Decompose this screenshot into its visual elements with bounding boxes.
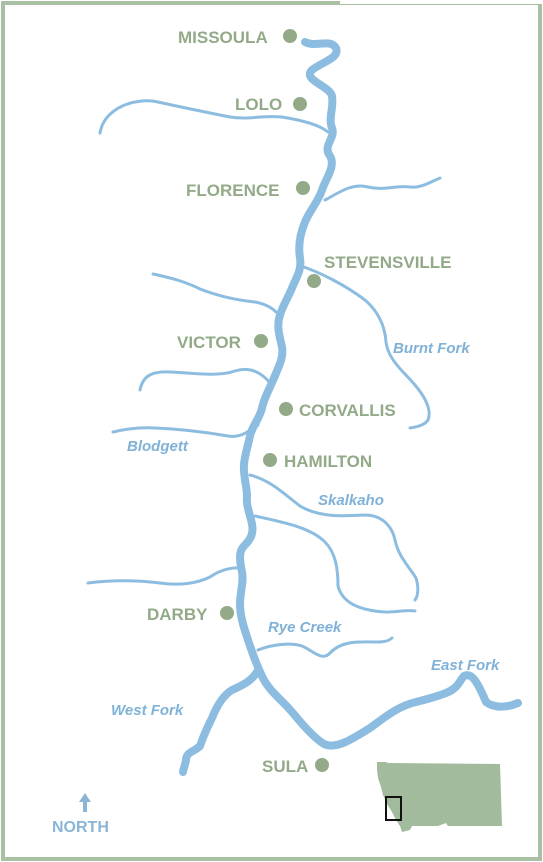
town-label: FLORENCE	[186, 181, 280, 200]
tin-cup-creek	[86, 566, 244, 586]
tributary-label-blodgett: Blodgett	[127, 438, 189, 455]
tributary-label-rye-creek: Rye Creek	[268, 619, 342, 636]
town-label: MISSOULA	[178, 28, 268, 47]
lolo-creek	[98, 99, 330, 135]
town-label: SULA	[262, 757, 308, 776]
north-arrow: NORTH	[52, 793, 109, 836]
tributary-label-east-fork: East Fork	[431, 657, 500, 674]
town-label: HAMILTON	[284, 452, 372, 471]
montana-locator-inset	[377, 762, 502, 832]
sleeping-child-creek	[253, 514, 417, 614]
tributary-label-west-fork: West Fork	[111, 702, 184, 719]
town-victor: VICTOR	[177, 333, 268, 352]
main-river	[179, 38, 522, 776]
town-label: LOLO	[235, 95, 282, 114]
town-marker	[279, 402, 293, 416]
skalkaho-creek	[248, 473, 420, 602]
west-fork-river	[179, 666, 262, 776]
north-label: NORTH	[52, 819, 109, 836]
west-creek-upper	[151, 272, 278, 314]
west-creek-middle	[138, 367, 272, 392]
florence-creek	[323, 176, 442, 202]
montana-state-shape	[377, 762, 502, 832]
east-fork-river	[444, 671, 522, 711]
town-marker	[293, 97, 307, 111]
town-marker	[296, 181, 310, 195]
locator-box	[385, 796, 402, 821]
town-darby: DARBY	[147, 605, 234, 624]
town-label: CORVALLIS	[299, 401, 396, 420]
tributaries	[86, 99, 442, 658]
tributary-label-skalkaho: Skalkaho	[318, 492, 384, 509]
town-marker	[315, 758, 329, 772]
town-marker	[254, 334, 268, 348]
burnt-fork-creek	[296, 263, 431, 430]
blodgett-creek	[111, 423, 260, 438]
tributary-labels: Burnt Fork Blodgett Skalkaho Rye Creek E…	[111, 340, 500, 719]
rye-creek	[256, 636, 394, 658]
north-arrow-icon	[79, 793, 91, 812]
town-corvallis: CORVALLIS	[279, 401, 396, 420]
tributary-label-burnt-fork: Burnt Fork	[393, 340, 470, 357]
town-marker	[307, 274, 321, 288]
town-missoula: MISSOULA	[178, 28, 297, 47]
bitterroot-river	[236, 38, 456, 750]
town-label: VICTOR	[177, 333, 241, 352]
town-florence: FLORENCE	[186, 181, 310, 200]
town-marker	[263, 453, 277, 467]
town-label: STEVENSVILLE	[324, 253, 452, 272]
towns: MISSOULA LOLO FLORENCE STEVENSVILLE VICT…	[147, 28, 452, 776]
town-hamilton: HAMILTON	[263, 452, 372, 471]
town-marker	[283, 29, 297, 43]
town-lolo: LOLO	[235, 95, 307, 114]
town-stevensville: STEVENSVILLE	[307, 253, 452, 288]
town-label: DARBY	[147, 605, 208, 624]
frame-gap	[340, 0, 543, 4]
town-marker	[220, 606, 234, 620]
town-sula: SULA	[262, 757, 329, 776]
